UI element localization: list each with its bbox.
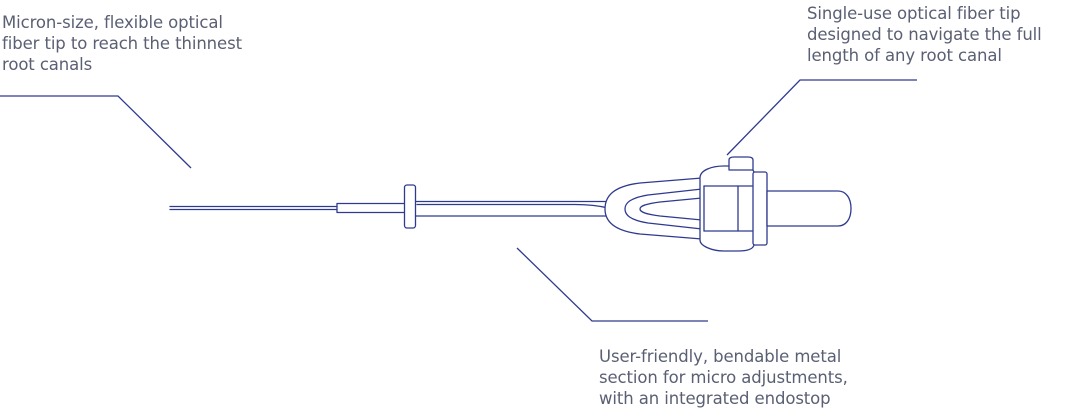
connector-collar [699, 156, 768, 252]
leader-line-metal-section [516, 247, 708, 322]
endostop [403, 184, 417, 229]
callout-metal-section: User-friendly, bendable metal section fo… [599, 347, 848, 408]
fiber-tip-device [169, 156, 852, 252]
leader-line-fiber-tip [0, 95, 192, 169]
tapered-hub [604, 177, 703, 240]
metal-section [404, 200, 609, 217]
leader-line-single-use [726, 79, 917, 156]
fiber-ferrule [336, 202, 406, 214]
rear-cap [766, 190, 852, 227]
callout-fiber-tip: Micron-size, flexible optical fiber tip … [2, 13, 242, 74]
optical-fiber [169, 205, 339, 211]
callout-single-use-tip: Single-use optical fiber tip designed to… [807, 4, 1042, 65]
